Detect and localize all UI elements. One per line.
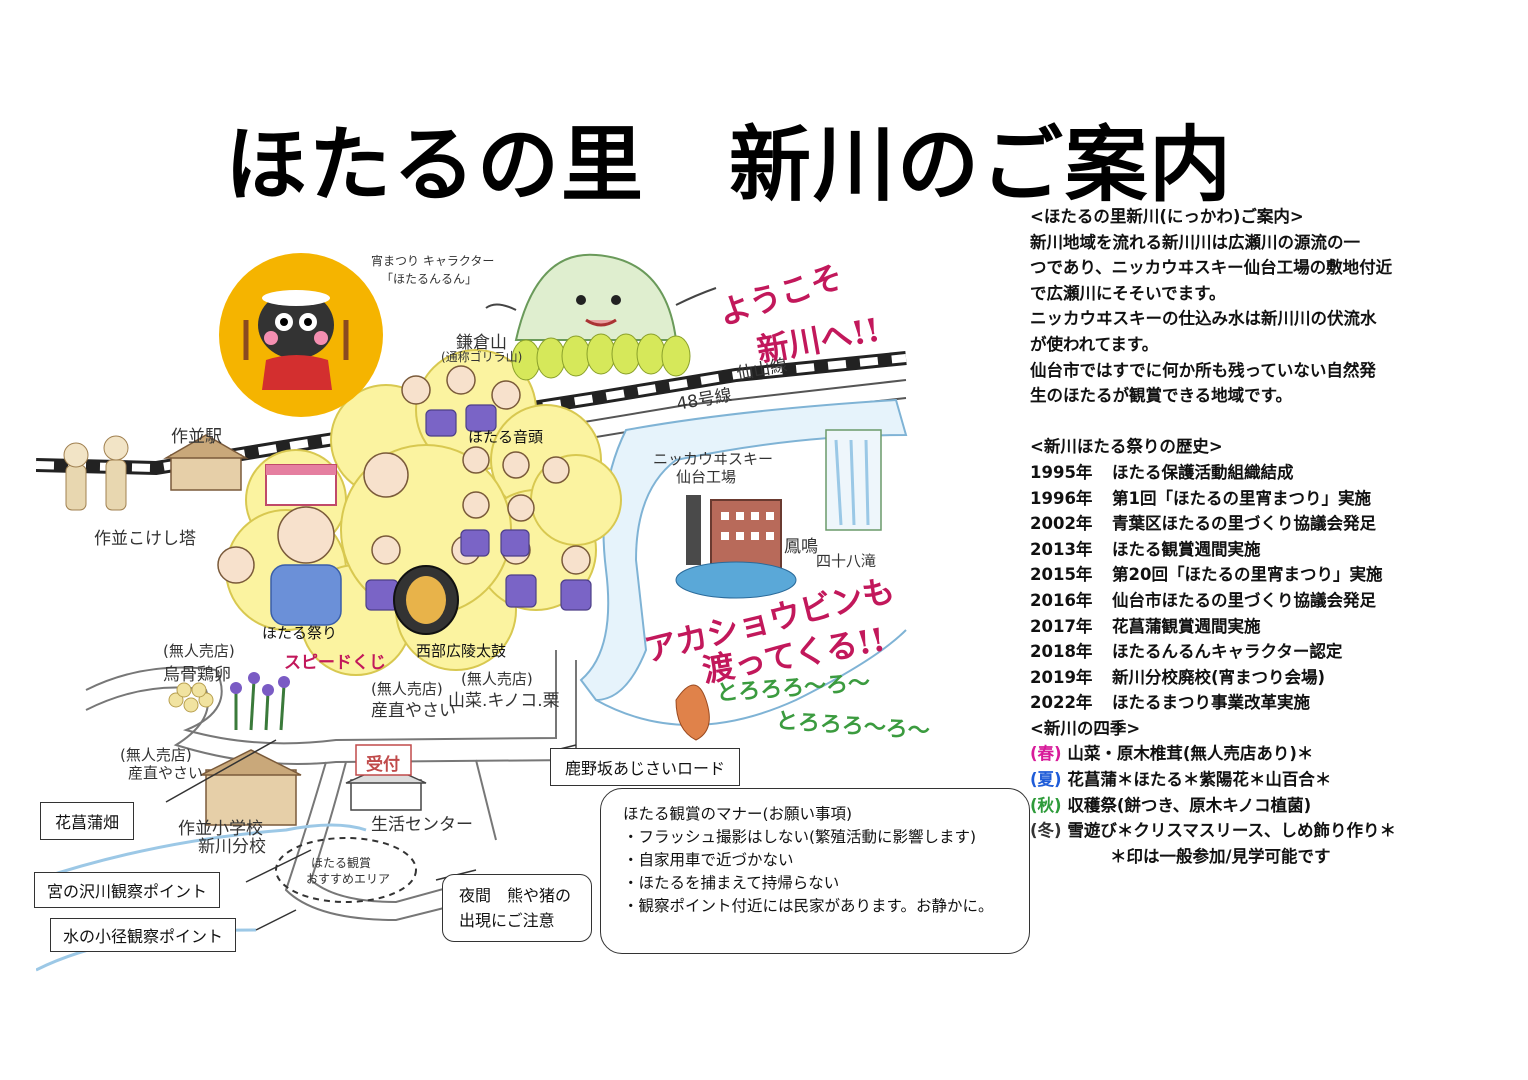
intro-line: つであり、ニッカウヰスキー仙台工場の敷地付近	[1030, 258, 1393, 278]
intro-line: 生のほたるが観賞できる地域です。	[1030, 386, 1293, 406]
label-nikka-sub: 仙台工場	[676, 468, 737, 486]
side-info: <ほたるの里新川(にっかわ)ご案内> 新川地域を流れる新川川は広瀬川の源流の一 …	[1030, 204, 1520, 869]
label-shop1-tag: (無人売店)	[163, 642, 235, 660]
history-text: ほたるんるんキャラクター認定	[1112, 642, 1343, 662]
manner-line-3: ・ほたるを捕まえて持帰らない	[623, 874, 840, 892]
label-nikka: ニッカウヰスキー	[653, 450, 774, 468]
label-hoomei-sub: 四十八滝	[816, 552, 877, 570]
season-tag-winter: (冬)	[1030, 821, 1062, 841]
history-text: 第20回「ほたるの里宵まつり」実施	[1112, 565, 1383, 585]
history-year: 2015年	[1030, 565, 1093, 585]
label-uketsuke: 受付	[366, 755, 400, 775]
history-year: 2022年	[1030, 693, 1093, 713]
history-row: 2013年ほたる観賞週間実施	[1030, 537, 1520, 563]
manner-line-1: ・フラッシュ撮影はしない(繁殖活動に影響します)	[623, 828, 977, 846]
intro-line: 仙台市ではすでに何か所も残っていない自然発	[1030, 360, 1376, 380]
manner-line-0: ほたる観賞のマナー(お願い事項)	[623, 805, 853, 823]
history-row: 1996年第1回「ほたるの里宵まつり」実施	[1030, 486, 1520, 512]
callout-miyanosawa-point: 宮の沢川観察ポイント	[34, 872, 221, 908]
label-kokeshi-tower: 作並こけし塔	[94, 529, 196, 549]
history-row: 2016年仙台市ほたるの里づくり協議会発足	[1030, 588, 1520, 614]
label-viewing-area-sub: おすすめエリア	[306, 872, 391, 886]
history-year: 2018年	[1030, 642, 1093, 662]
label-hotaru-ondo: ほたる音頭	[468, 428, 544, 446]
label-shop1: 烏骨鶏卵	[163, 665, 231, 685]
callout-hanashobu-field: 花菖蒲畑	[40, 802, 135, 840]
history-year: 2017年	[1030, 616, 1093, 636]
history-text: ほたる保護活動組織結成	[1112, 462, 1294, 482]
label-shop3: 山菜.キノコ.栗	[448, 691, 560, 711]
history-row: 2018年ほたるんるんキャラクター認定	[1030, 639, 1520, 665]
history-row: 2022年ほたるまつり事業改革実施	[1030, 690, 1520, 716]
label-shop2: 産直やさい	[371, 701, 456, 721]
label-hoomei: 鳳鳴	[784, 537, 818, 557]
manner-line-2: ・自家用車で近づかない	[623, 851, 794, 869]
night-warning-line-1: 夜間 熊や猪の	[459, 886, 572, 905]
intro-line: で広瀬川にそそいでます。	[1030, 283, 1226, 303]
mascot-caption-1: 宵まつり キャラクター	[371, 254, 495, 268]
mascot-icon	[219, 253, 383, 417]
history-year: 2019年	[1030, 667, 1093, 687]
mascot-caption-2: 「ほたるんるん」	[381, 272, 478, 286]
label-shop2-tag: (無人売店)	[371, 680, 443, 698]
label-hotaru-matsuri: ほたる祭り	[262, 624, 338, 642]
history-text: 新川分校廃校(宵まつり会場)	[1112, 667, 1326, 687]
history-row: 2017年花菖蒲観賞週間実施	[1030, 614, 1520, 640]
history-year: 2013年	[1030, 539, 1093, 559]
history-row: 1995年ほたる保護活動組織結成	[1030, 460, 1520, 486]
season-tag-spring: (春)	[1030, 744, 1062, 764]
history-row: 2019年新川分校廃校(宵まつり会場)	[1030, 665, 1520, 691]
season-row: (冬) 雪遊び＊クリスマスリース、しめ飾り作り＊	[1030, 818, 1520, 844]
participation-note: ＊印は一般参加/見学可能です	[1110, 846, 1331, 866]
history-row: 2015年第20回「ほたるの里宵まつり」実施	[1030, 562, 1520, 588]
season-row: (秋) 収穫祭(餅つき、原木キノコ植菌)	[1030, 793, 1520, 819]
intro-line: が使われてます。	[1030, 334, 1159, 354]
night-warning-box: 夜間 熊や猪の 出現にご注意	[442, 874, 592, 942]
intro-line: ニッカウヰスキーの仕込み水は新川川の伏流水	[1030, 309, 1377, 329]
season-row: (夏) 花菖蒲＊ほたる＊紫陽花＊山百合＊	[1030, 767, 1520, 793]
season-text: 雪遊び＊クリスマスリース、しめ飾り作り＊	[1067, 821, 1397, 841]
label-school-sub: 新川分校	[198, 837, 266, 857]
callout-mizunokomichi-point: 水の小径観察ポイント	[50, 918, 237, 952]
history-text: 青葉区ほたるの里づくり協議会発足	[1112, 514, 1376, 534]
illustrated-map: 宵まつり キャラクター 「ほたるんるん」 鎌倉山 (通称ゴリラ山) 仙山線 48…	[36, 230, 1026, 990]
history-year: 2016年	[1030, 590, 1093, 610]
night-warning-line-2: 出現にご注意	[459, 911, 555, 930]
history-year: 1995年	[1030, 462, 1093, 482]
label-shop4-tag: (無人売店)	[120, 746, 192, 764]
label-school: 作並小学校	[178, 819, 263, 839]
history-text: 花菖蒲観賞週間実施	[1112, 616, 1261, 636]
season-tag-autumn: (秋)	[1030, 795, 1062, 815]
season-text: 収穫祭(餅つき、原木キノコ植菌)	[1067, 795, 1312, 815]
manner-line-4: ・観察ポイント付近には民家があります。お静かに。	[623, 897, 994, 915]
label-speed-kuji: スピードくじ	[284, 653, 386, 673]
history-text: ほたる観賞週間実施	[1112, 539, 1261, 559]
intro-heading: <ほたるの里新川(にっかわ)ご案内>	[1030, 207, 1304, 226]
label-sakunami-station: 作並駅	[171, 427, 222, 447]
intro-line: 新川地域を流れる新川川は広瀬川の源流の一	[1030, 232, 1360, 252]
label-center: 生活センター	[371, 815, 473, 835]
history-text: 第1回「ほたるの里宵まつり」実施	[1112, 488, 1371, 508]
callout-ajisai-road: 鹿野坂あじさいロード	[550, 748, 741, 786]
label-kamakura: 鎌倉山	[456, 333, 507, 353]
label-shop3-tag: (無人売店)	[461, 670, 533, 688]
history-text: 仙台市ほたるの里づくり協議会発足	[1112, 590, 1376, 610]
manner-box: ほたる観賞のマナー(お願い事項) ・フラッシュ撮影はしない(繁殖活動に影響します…	[600, 788, 1030, 954]
history-text: ほたるまつり事業改革実施	[1112, 693, 1310, 713]
season-text: 花菖蒲＊ほたる＊紫陽花＊山百合＊	[1067, 770, 1332, 790]
season-tag-summer: (夏)	[1030, 770, 1062, 790]
season-text: 山菜・原木椎茸(無人売店あり)＊	[1067, 744, 1314, 764]
seasons-heading: <新川の四季>	[1030, 718, 1141, 738]
label-viewing-area: ほたる観賞	[311, 856, 372, 870]
history-row: 2002年青葉区ほたるの里づくり協議会発足	[1030, 511, 1520, 537]
history-heading: <新川ほたる祭りの歴史>	[1030, 437, 1223, 457]
map-drawing	[36, 253, 908, 972]
season-row: (春) 山菜・原木椎茸(無人売店あり)＊	[1030, 741, 1520, 767]
history-year: 1996年	[1030, 488, 1093, 508]
page-title: ほたるの里 新川のご案内	[225, 118, 1234, 213]
history-year: 2002年	[1030, 514, 1093, 534]
label-kamakura-sub: (通称ゴリラ山)	[441, 350, 523, 364]
label-taiko: 西部広陵太鼓	[416, 642, 507, 660]
label-shop4: 産直やさい	[128, 764, 204, 782]
